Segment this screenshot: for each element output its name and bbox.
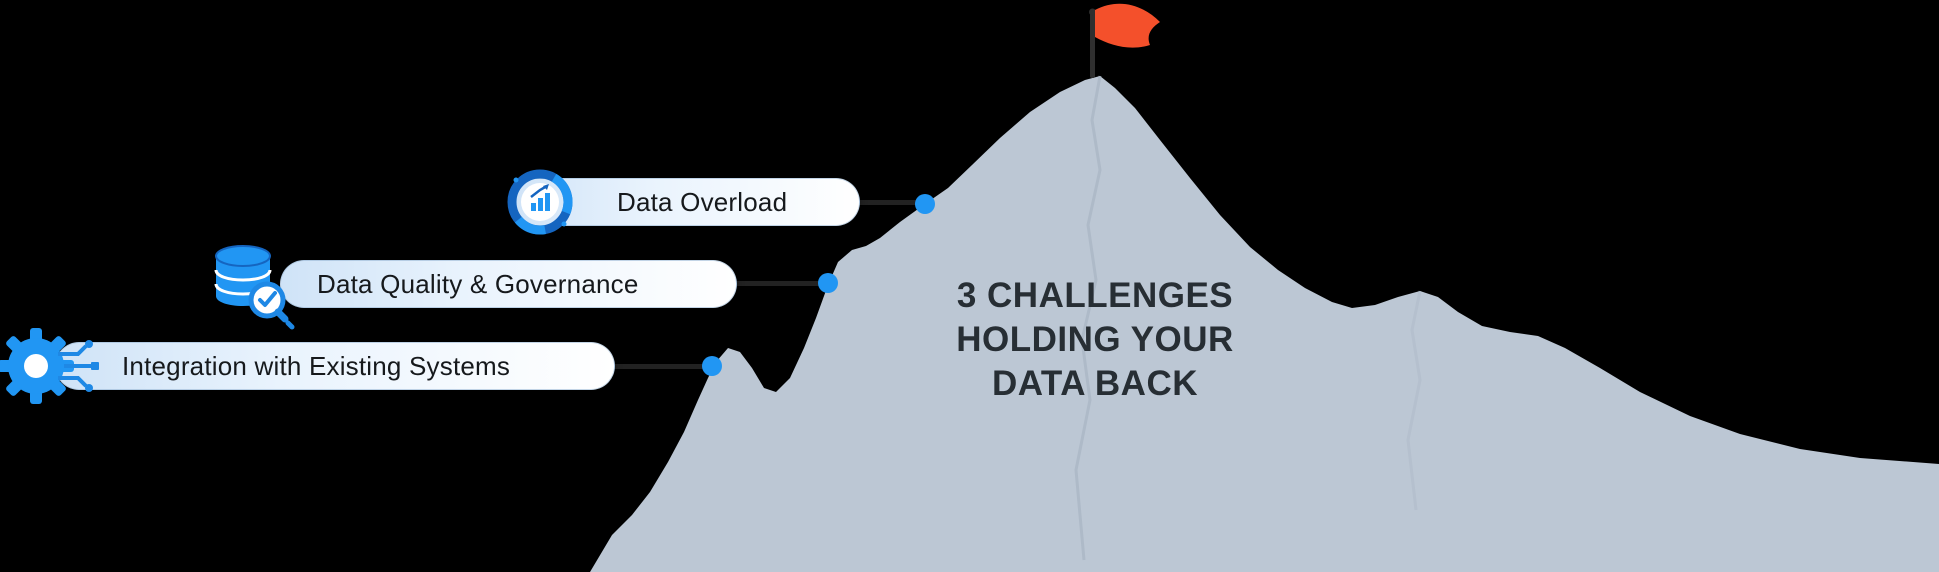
challenge-pill-integration: Integration with Existing Systems (55, 342, 615, 390)
anchor-dot-data-overload (915, 194, 935, 214)
title-line-2: HOLDING YOUR (956, 320, 1234, 359)
mountain-ridge-line-2 (1406, 290, 1422, 511)
anchor-dot-integration (702, 356, 722, 376)
donut-analytics-chart-icon (504, 166, 576, 238)
database-verified-search-icon (205, 240, 301, 336)
connector-line-data-quality (730, 281, 830, 286)
page-title: 3 CHALLENGES HOLDING YOUR DATA BACK (930, 274, 1260, 406)
title-line-3: DATA BACK (991, 364, 1199, 403)
summit-flag-icon (1089, 3, 1160, 78)
challenge-pill-data-quality: Data Quality & Governance (280, 260, 737, 308)
gear-circuit-icon (0, 318, 104, 414)
connector-line-data-overload (852, 200, 928, 205)
challenge-label: Data Overload (617, 186, 788, 217)
title-line-1: 3 CHALLENGES (956, 276, 1234, 315)
mountain-ridge-line (1074, 75, 1102, 561)
challenge-label: Integration with Existing Systems (122, 350, 511, 381)
connector-line-integration (608, 364, 714, 369)
mountain-silhouette (590, 76, 1939, 572)
challenge-label: Data Quality & Governance (317, 268, 639, 299)
anchor-dot-data-quality (818, 273, 838, 293)
